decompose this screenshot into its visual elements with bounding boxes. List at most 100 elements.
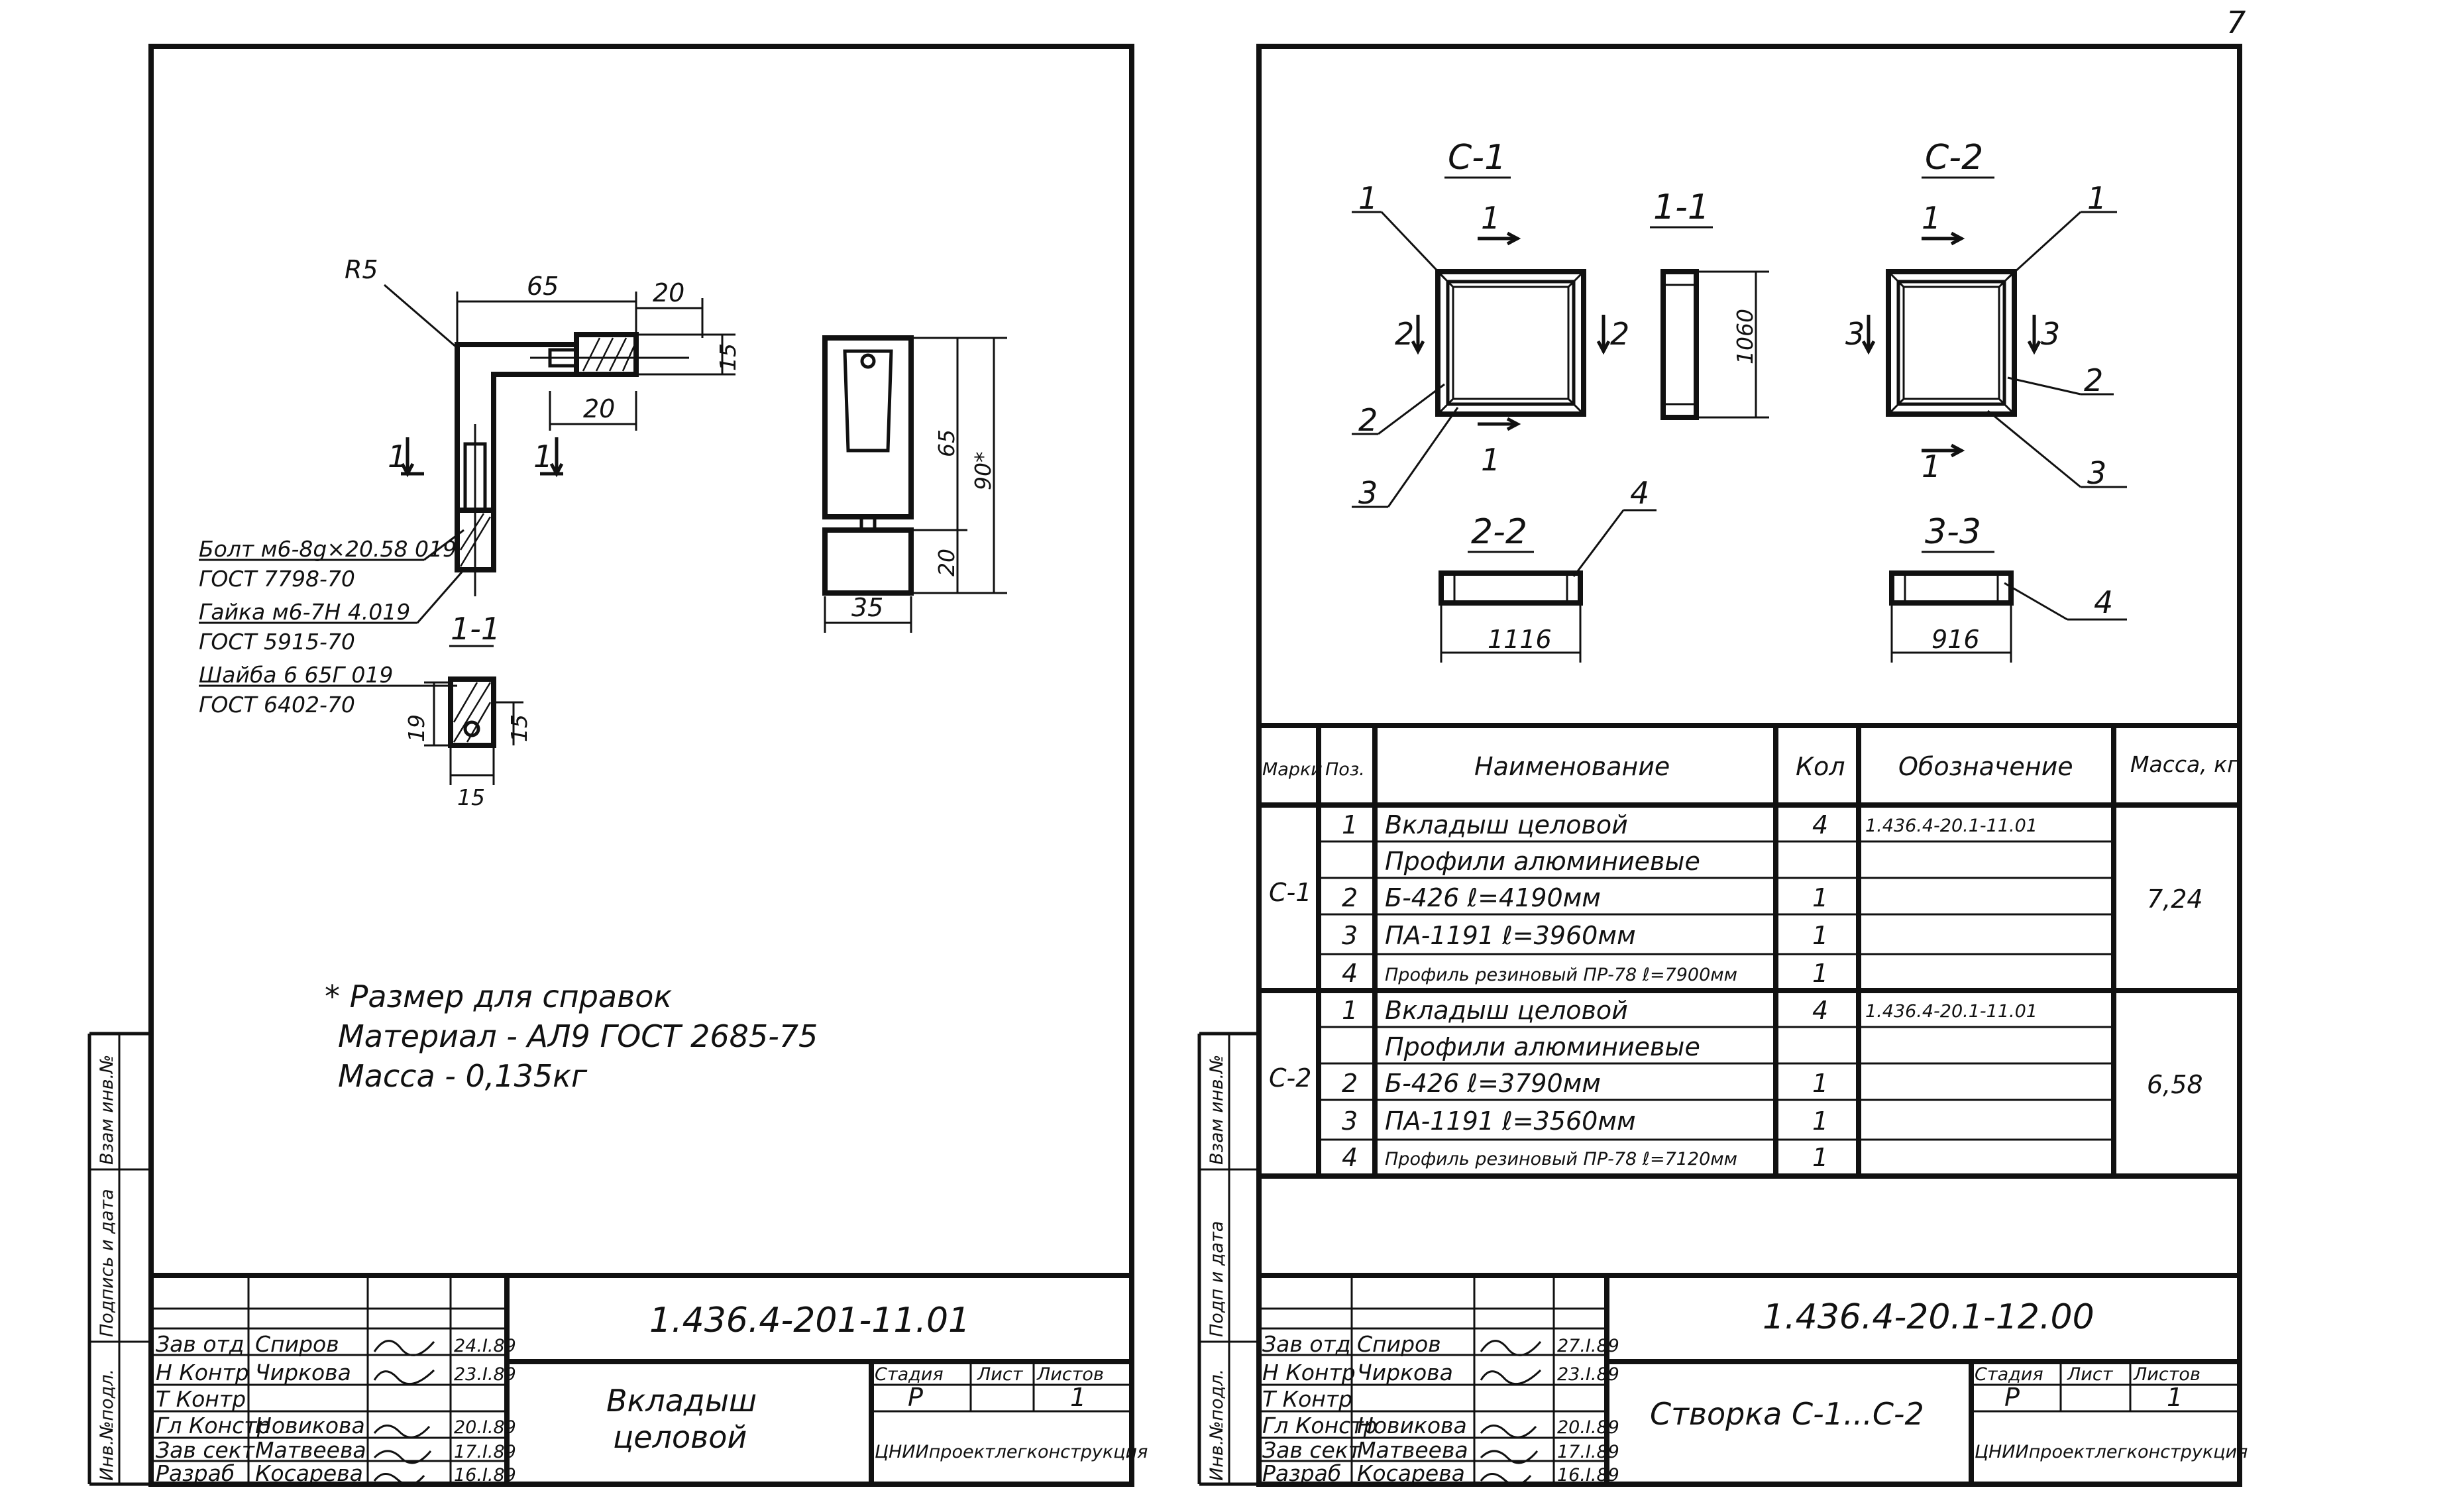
label-dim-19: 19 xyxy=(404,714,429,742)
cell-name: Профили алюминиевые xyxy=(1385,847,1700,876)
cell-qty: 1 xyxy=(1812,1143,1828,1172)
cell-name: Б-426 ℓ=4190мм xyxy=(1385,883,1601,912)
th-name: Наименование xyxy=(1474,752,1670,781)
section-3-3: 3-3 4 916 xyxy=(1889,512,2127,663)
cell-qty: 1 xyxy=(1812,883,1828,912)
name: Матвеева xyxy=(1357,1437,1468,1463)
c2-callout-1: 1 xyxy=(2087,180,2106,216)
left-org: ЦНИИпроектлегконструкция xyxy=(875,1442,1148,1462)
part-bolt-name: Болт м6-8g×20.58 019 xyxy=(199,536,457,562)
right-margin-replace: Взам инв.№ xyxy=(1207,1055,1227,1165)
cell-pos: 1 xyxy=(1342,810,1358,839)
right-signatures xyxy=(1480,1340,1542,1486)
label-dim-20-top: 20 xyxy=(653,278,684,307)
role: Н Контр xyxy=(156,1360,249,1385)
right-title-block: 1.436.4-20.1-12.00 Створка С-1...С-2 Ста… xyxy=(1259,1273,2248,1486)
label-c1: С-1 xyxy=(1448,138,1506,178)
right-margin-sign: Подп и дата xyxy=(1207,1221,1227,1337)
date: 27.I.89 xyxy=(1557,1336,1619,1356)
label-dim-1060: 1060 xyxy=(1732,309,1758,364)
name: Чиркова xyxy=(255,1360,351,1385)
table-row: 2 Б-426 ℓ=4190мм 1 xyxy=(1342,883,1828,912)
insert-side-view: 65 90* 20 35 xyxy=(822,335,1007,633)
left-stage-header: Стадия xyxy=(875,1364,944,1385)
cell-pos: 4 xyxy=(1342,1143,1358,1172)
right-stage-header: Стадия xyxy=(1975,1364,2043,1385)
left-margin-replace: Взам инв.№ xyxy=(97,1055,117,1165)
section-2-2: 2-2 4 1116 xyxy=(1439,475,1657,663)
c2-cut-3-left: 3 xyxy=(1845,316,1865,352)
cell-code: 1.436.4-20.1-11.01 xyxy=(1865,1001,2038,1022)
c2-cut-1-top: 1 xyxy=(1922,200,1941,236)
table-row: 4 Профиль резиновый ПР-78 ℓ=7900мм 1 xyxy=(1342,959,1828,988)
cell-qty: 1 xyxy=(1812,921,1828,950)
c1-callout-2: 2 xyxy=(1358,402,1378,438)
part-nut-std: ГОСТ 5915-70 xyxy=(199,629,355,655)
right-sheet: Инв.№подл. Подп и дата Взам инв.№ С-1 1 … xyxy=(1197,44,2248,1487)
left-sheets: 1 xyxy=(1070,1383,1086,1412)
label-r5: R5 xyxy=(345,255,378,284)
right-sheet-frame xyxy=(1256,44,2242,1487)
right-margin-strip: Инв.№подл. Подп и дата Взам инв.№ xyxy=(1197,1032,1259,1486)
c1-callout-1: 1 xyxy=(1358,180,1378,216)
section-1-1-small: 1-1 19 15 15 xyxy=(404,611,532,810)
name: Косарева xyxy=(1357,1460,1465,1486)
date: 24.I.89 xyxy=(454,1336,516,1356)
cell-name: Профиль резиновый ПР-78 ℓ=7120мм xyxy=(1385,1149,1737,1169)
left-sheets-header: Листов xyxy=(1036,1364,1104,1385)
left-sheet-frame xyxy=(148,44,1134,1487)
right-sheets-header: Листов xyxy=(2133,1364,2201,1385)
th-mark: Марки xyxy=(1262,759,1323,780)
cell-name: Вкладыш целовой xyxy=(1385,996,1628,1025)
name: Новикова xyxy=(1357,1413,1467,1438)
left-title-line1: Вкладыш xyxy=(606,1383,757,1419)
role: Разраб xyxy=(1262,1460,1341,1486)
cell-qty: 4 xyxy=(1812,810,1828,839)
callout-4-sec33: 4 xyxy=(2094,584,2113,620)
left-doc-number: 1.436.4-201-11.01 xyxy=(649,1301,970,1340)
table-row: 2 Б-426 ℓ=3790мм 1 xyxy=(1342,1069,1828,1098)
left-signatures xyxy=(373,1340,435,1486)
c1-cut-1-bottom: 1 xyxy=(1481,442,1500,478)
role: Т Контр xyxy=(1262,1386,1352,1412)
part-nut-name: Гайка м6-7Н 4.019 xyxy=(199,599,410,625)
note-reference-size: * Размер для справок xyxy=(325,979,672,1014)
th-pos: Поз. xyxy=(1325,759,1365,780)
date: 17.I.89 xyxy=(1557,1442,1619,1462)
c1-cut-2-left: 2 xyxy=(1395,316,1414,352)
left-title-block: 1.436.4-201-11.01 Вкладыш целовой Стадия… xyxy=(151,1273,1148,1486)
date: 20.I.89 xyxy=(1557,1417,1619,1438)
label-dim-15-side: 15 xyxy=(715,343,741,371)
part-washer-name: Шайба 6 65Г 019 xyxy=(199,662,393,688)
role: Гл Констр xyxy=(156,1413,270,1438)
note-mass: Масса - 0,135кг xyxy=(338,1058,588,1094)
insert-main-view: R5 65 20 15 20 1 1 xyxy=(345,255,741,596)
label-sec1-right: 1 xyxy=(533,439,553,474)
th-qty: Кол xyxy=(1796,752,1845,781)
role: Зав отд xyxy=(156,1331,245,1357)
left-margin-strip: Инв.№подл. Подпись и дата Взам инв.№ xyxy=(87,1032,151,1486)
left-sheet: Инв.№подл. Подпись и дата Взам инв.№ xyxy=(87,44,1148,1487)
label-sec11: 1-1 xyxy=(1653,188,1710,227)
cell-mass-c1: 7,24 xyxy=(2147,885,2203,914)
c2-callout-2: 2 xyxy=(2084,362,2103,398)
label-sec1-left: 1 xyxy=(388,439,407,474)
cell-name: ПА-1191 ℓ=3960мм xyxy=(1385,921,1636,950)
part-bolt-std: ГОСТ 7798-70 xyxy=(199,566,355,592)
right-stage: Р xyxy=(2004,1383,2020,1412)
cell-qty: 1 xyxy=(1812,1107,1828,1136)
c2-callout-3: 3 xyxy=(2087,455,2106,491)
part-washer-std: ГОСТ 6402-70 xyxy=(199,692,355,718)
left-margin-inv: Инв.№подл. xyxy=(97,1369,117,1481)
page-number: 7 xyxy=(2226,5,2246,40)
role: Т Контр xyxy=(156,1386,246,1412)
left-title-line2: целовой xyxy=(613,1419,747,1455)
cell-name: Профиль резиновый ПР-78 ℓ=7900мм xyxy=(1385,965,1737,985)
date: 17.I.89 xyxy=(454,1442,516,1462)
cell-qty: 1 xyxy=(1812,1069,1828,1098)
right-title: Створка С-1...С-2 xyxy=(1650,1396,1924,1432)
callout-4-sec22: 4 xyxy=(1630,475,1649,511)
view-c2: С-2 1 2 3 1 1 xyxy=(1845,138,2127,491)
label-dim-20-v: 20 xyxy=(934,549,959,576)
name: Новикова xyxy=(255,1413,365,1438)
